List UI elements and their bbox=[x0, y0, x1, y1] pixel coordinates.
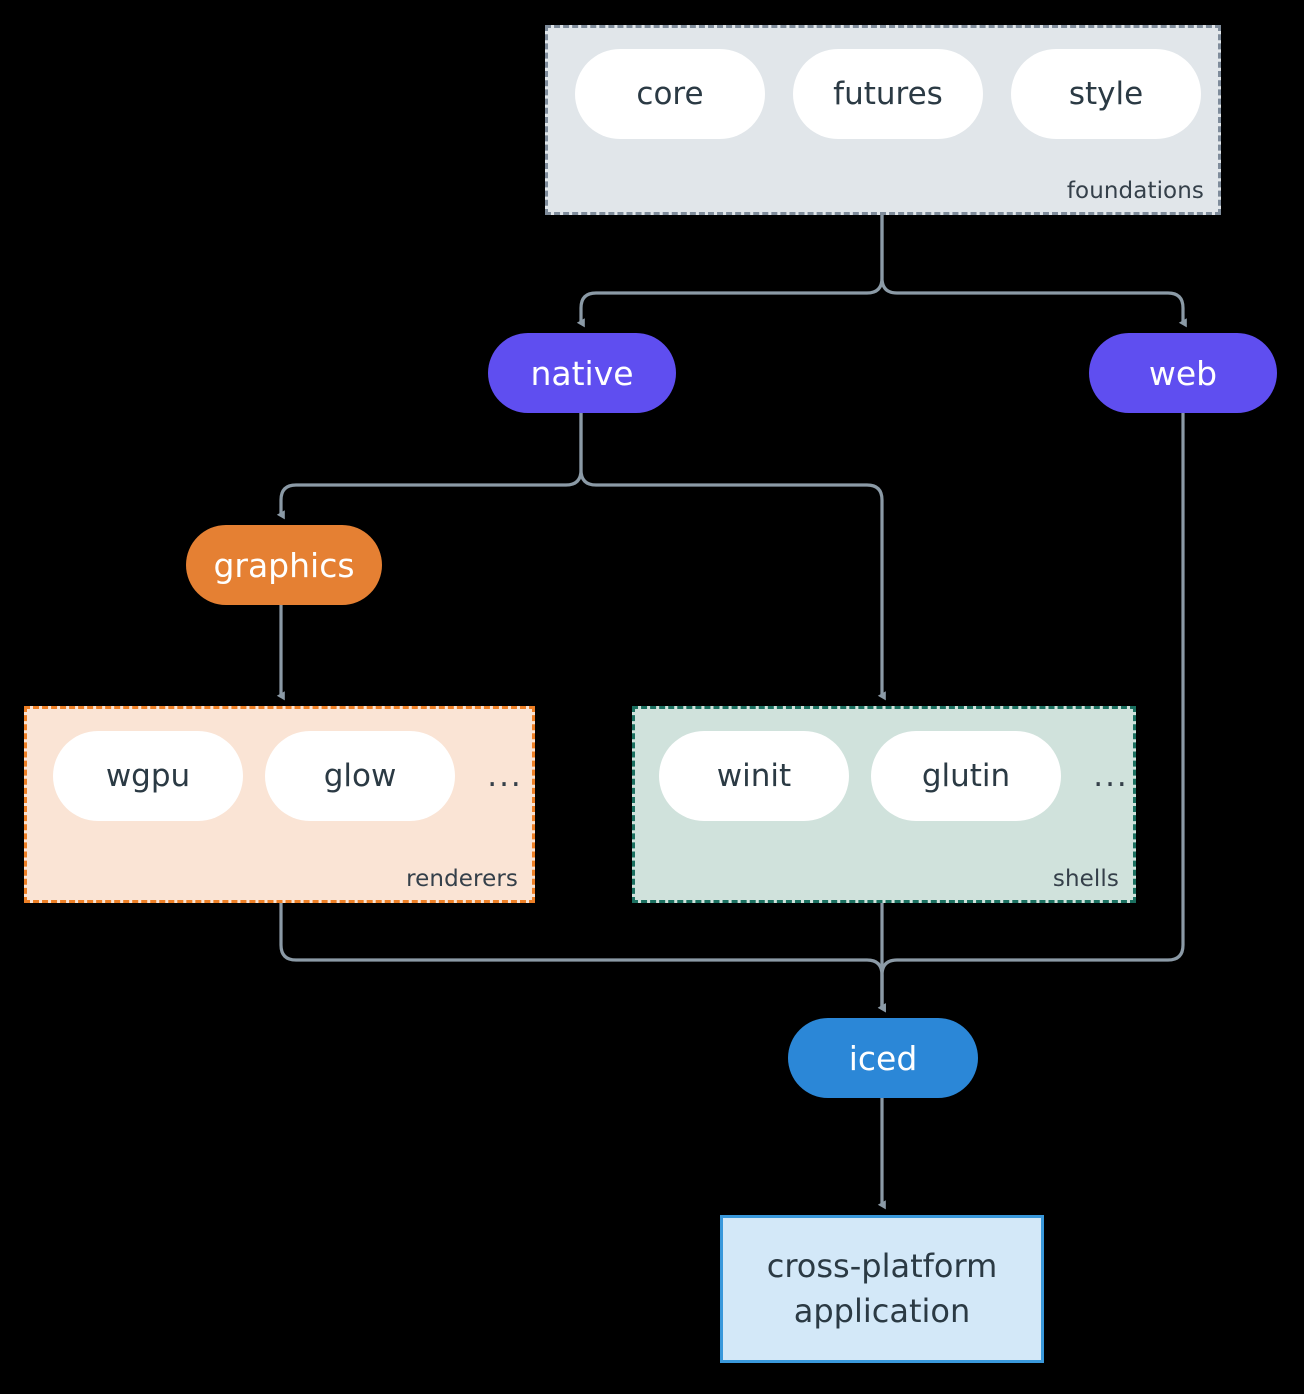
app-label-line2: application bbox=[793, 1292, 971, 1330]
node-native[interactable]: native bbox=[488, 333, 676, 413]
shells-pill-row: winit glutin ... bbox=[659, 731, 1139, 821]
crate-glow[interactable]: glow bbox=[265, 731, 455, 821]
renderers-ellipsis: ... bbox=[487, 758, 523, 794]
crate-futures[interactable]: futures bbox=[793, 49, 983, 139]
crate-wgpu[interactable]: wgpu bbox=[53, 731, 243, 821]
edge-foundations-native bbox=[576, 215, 884, 328]
group-foundations: core futures style foundations bbox=[545, 25, 1221, 215]
group-label-shells: shells bbox=[1052, 866, 1119, 892]
foundations-pill-row: core futures style bbox=[575, 49, 1201, 139]
renderers-pill-row: wgpu glow ... bbox=[53, 731, 533, 821]
crate-winit[interactable]: winit bbox=[659, 731, 849, 821]
group-label-renderers: renderers bbox=[406, 866, 518, 892]
shells-ellipsis: ... bbox=[1093, 758, 1129, 794]
crate-glutin[interactable]: glutin bbox=[871, 731, 1061, 821]
crate-core[interactable]: core bbox=[575, 49, 765, 139]
group-shells: winit glutin ... shells bbox=[632, 706, 1136, 903]
edge-renderers-iced bbox=[279, 903, 886, 1013]
edge-foundations-web bbox=[880, 215, 1187, 328]
node-iced[interactable]: iced bbox=[788, 1018, 978, 1098]
group-renderers: wgpu glow ... renderers bbox=[24, 706, 535, 903]
edge-native-graphics bbox=[276, 413, 583, 520]
node-cross-platform-application[interactable]: cross-platform application bbox=[720, 1215, 1044, 1363]
node-graphics[interactable]: graphics bbox=[186, 525, 382, 605]
node-web[interactable]: web bbox=[1089, 333, 1277, 413]
crate-style[interactable]: style bbox=[1011, 49, 1201, 139]
group-label-foundations: foundations bbox=[1066, 178, 1204, 204]
edge-native-shells bbox=[579, 413, 886, 701]
app-label-line1: cross-platform bbox=[766, 1246, 998, 1285]
